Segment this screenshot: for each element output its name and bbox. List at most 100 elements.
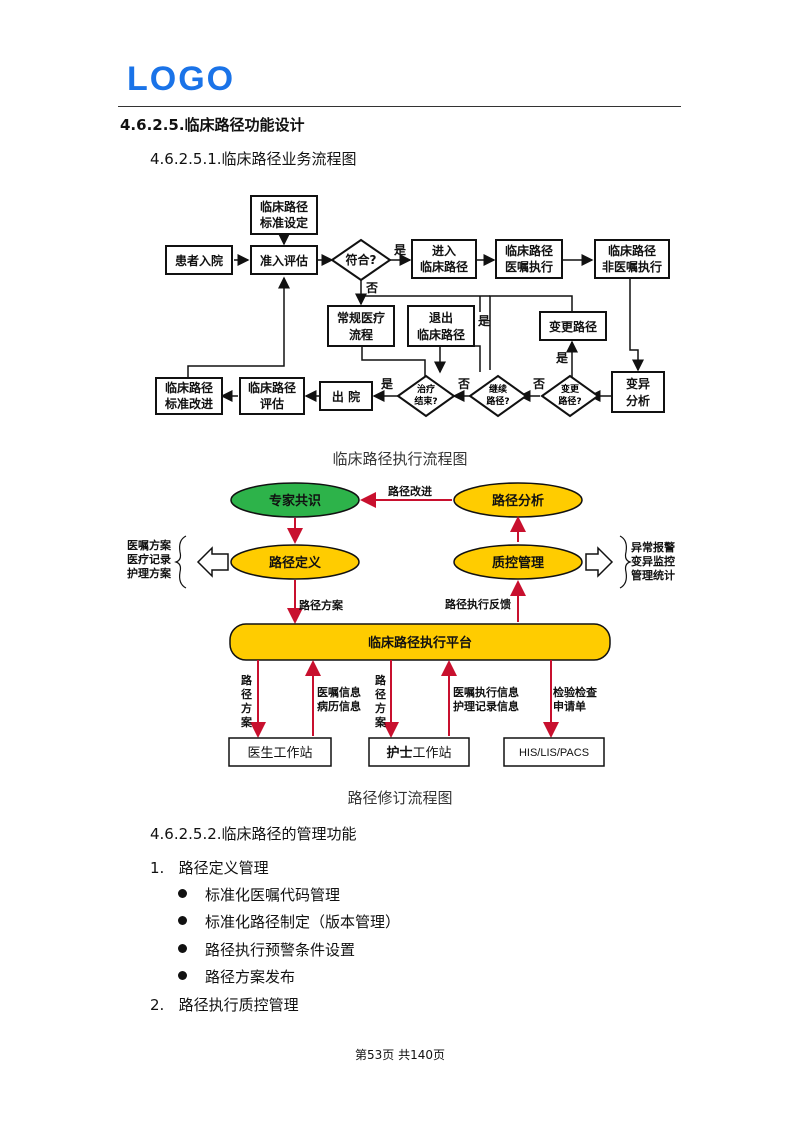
header-rule: [118, 106, 681, 107]
subheading-flowchart: 4.6.2.5.1.临床路径业务流程图: [150, 150, 357, 168]
svg-text:临床路径: 临床路径: [608, 243, 656, 258]
node-match-decision: 符合?: [330, 238, 392, 282]
svg-text:符合?: 符合?: [346, 252, 377, 267]
section-heading: 4.6.2.5.临床路径功能设计: [120, 116, 305, 134]
svg-text:医生工作站: 医生工作站: [247, 746, 312, 761]
left-hollow-arrow: [196, 546, 229, 578]
svg-text:分析: 分析: [626, 393, 650, 408]
svg-text:质控管理: 质控管理: [492, 555, 544, 571]
path-improve-label: 路径改进: [388, 484, 432, 498]
label-yes-treat: 是: [380, 377, 394, 391]
nurse-info-2: 护理记录信息: [453, 699, 519, 713]
svg-text:HIS/LIS/PACS: HIS/LIS/PACS: [519, 747, 589, 759]
node-routine: 常规医疗 流程: [327, 305, 395, 347]
svg-text:继续: 继续: [489, 383, 507, 395]
label-yes-exit: 是: [477, 314, 491, 328]
node-continue-decision: 继续 路径?: [468, 374, 528, 418]
svg-text:临床路径: 临床路径: [248, 380, 296, 395]
node-assessment: 准入评估: [250, 245, 318, 275]
svg-text:标准设定: 标准设定: [259, 215, 308, 230]
svg-text:临床路径: 临床路径: [505, 243, 553, 258]
svg-text:准入评估: 准入评估: [260, 253, 308, 268]
svg-text:治疗: 治疗: [417, 383, 435, 395]
doctor-info-2: 病历信息: [317, 699, 361, 713]
label-yes-change: 是: [555, 351, 569, 365]
list-item-1: 1. 路径定义管理: [150, 859, 269, 877]
svg-text:进入: 进入: [432, 243, 456, 258]
svg-text:临床路径执行平台: 临床路径执行平台: [368, 635, 472, 651]
svg-text:路径?: 路径?: [486, 395, 509, 407]
svg-text:非医嘱执行: 非医嘱执行: [602, 259, 662, 274]
node-variance: 变异 分析: [611, 371, 665, 413]
flowchart-caption: 临床路径执行流程图: [332, 450, 468, 468]
svg-text:护士工作站: 护士工作站: [386, 745, 451, 761]
svg-text:案: 案: [240, 715, 253, 729]
node-exit-path: 退出 临床路径: [407, 305, 475, 347]
left-plan-2: 医疗记录: [127, 552, 171, 566]
bullet-item: 路径执行预警条件设置: [178, 939, 355, 960]
subheading-management: 4.6.2.5.2.临床路径的管理功能: [150, 825, 357, 843]
node-discharge: 出 院: [319, 381, 373, 411]
exec-diagram-caption: 路径修订流程图: [347, 789, 453, 807]
svg-text:患者入院: 患者入院: [175, 253, 223, 268]
doctor-info-1: 医嘱信息: [317, 685, 361, 699]
svg-text:路: 路: [375, 673, 387, 687]
svg-text:评估: 评估: [260, 396, 284, 411]
exam-request-1: 检验检查: [553, 685, 597, 699]
right-item-3: 管理统计: [631, 568, 675, 582]
exec-feedback-label: 路径执行反馈: [445, 597, 511, 611]
svg-text:路径分析: 路径分析: [492, 493, 544, 509]
label-yes-match: 是: [393, 243, 407, 257]
svg-text:出 院: 出 院: [332, 389, 360, 404]
right-brace: [619, 535, 632, 589]
nurse-workstation: 护士工作站: [368, 737, 470, 767]
left-plan-1: 医嘱方案: [127, 538, 172, 552]
bullet-item: 路径方案发布: [178, 966, 295, 987]
bullet-item: 标准化路径制定（版本管理）: [178, 911, 400, 932]
svg-text:标准改进: 标准改进: [164, 396, 213, 411]
node-std-improve: 临床路径 标准改进: [155, 377, 223, 415]
svg-text:案: 案: [374, 715, 387, 729]
label-no-change: 否: [532, 377, 545, 391]
svg-text:退出: 退出: [429, 310, 453, 325]
exec-platform: 临床路径执行平台: [229, 623, 611, 661]
node-non-path-orders: 临床路径 非医嘱执行: [594, 239, 670, 279]
node-change-path: 变更路径: [539, 311, 607, 341]
svg-text:径: 径: [375, 687, 386, 701]
svg-text:医嘱执行: 医嘱执行: [505, 259, 553, 274]
svg-text:变异: 变异: [626, 376, 650, 391]
list-item-2: 2. 路径执行质控管理: [150, 996, 299, 1014]
qc-node: 质控管理: [453, 544, 583, 580]
path-define-node: 路径定义: [230, 544, 360, 580]
right-item-1: 异常报警: [631, 540, 675, 554]
svg-text:径: 径: [241, 687, 252, 701]
node-path-eval: 临床路径 评估: [239, 377, 305, 415]
node-standard-setting: 临床路径 标准设定: [250, 195, 318, 235]
path-analysis-node: 路径分析: [453, 482, 583, 518]
node-admit: 患者入院: [165, 245, 233, 275]
node-path-orders: 临床路径 医嘱执行: [495, 239, 563, 279]
page-footer: 第53页 共140页: [355, 1048, 445, 1062]
node-change-decision: 变更 路径?: [540, 374, 600, 418]
svg-text:变更路径: 变更路径: [549, 319, 597, 334]
right-item-2: 变异监控: [631, 554, 675, 568]
left-plan-3: 护理方案: [127, 566, 172, 580]
node-enter-path: 进入 临床路径: [411, 239, 477, 279]
svg-text:路径定义: 路径定义: [269, 555, 322, 571]
doctor-workstation: 医生工作站: [228, 737, 332, 767]
label-no-match: 否: [365, 281, 378, 295]
svg-text:专家共识: 专家共识: [269, 493, 321, 509]
svg-text:临床路径: 临床路径: [260, 199, 308, 214]
svg-text:方: 方: [241, 701, 252, 715]
svg-text:结束?: 结束?: [414, 395, 437, 407]
doctor-plan-vertical: 路 径 方 案: [240, 673, 253, 729]
label-no-continue: 否: [457, 377, 470, 391]
svg-text:流程: 流程: [349, 327, 373, 342]
left-brace: [174, 535, 187, 589]
svg-text:临床路径: 临床路径: [165, 380, 213, 395]
path-plan-label: 路径方案: [299, 598, 344, 612]
right-hollow-arrow: [585, 546, 614, 578]
logo: LOGO: [127, 60, 236, 98]
